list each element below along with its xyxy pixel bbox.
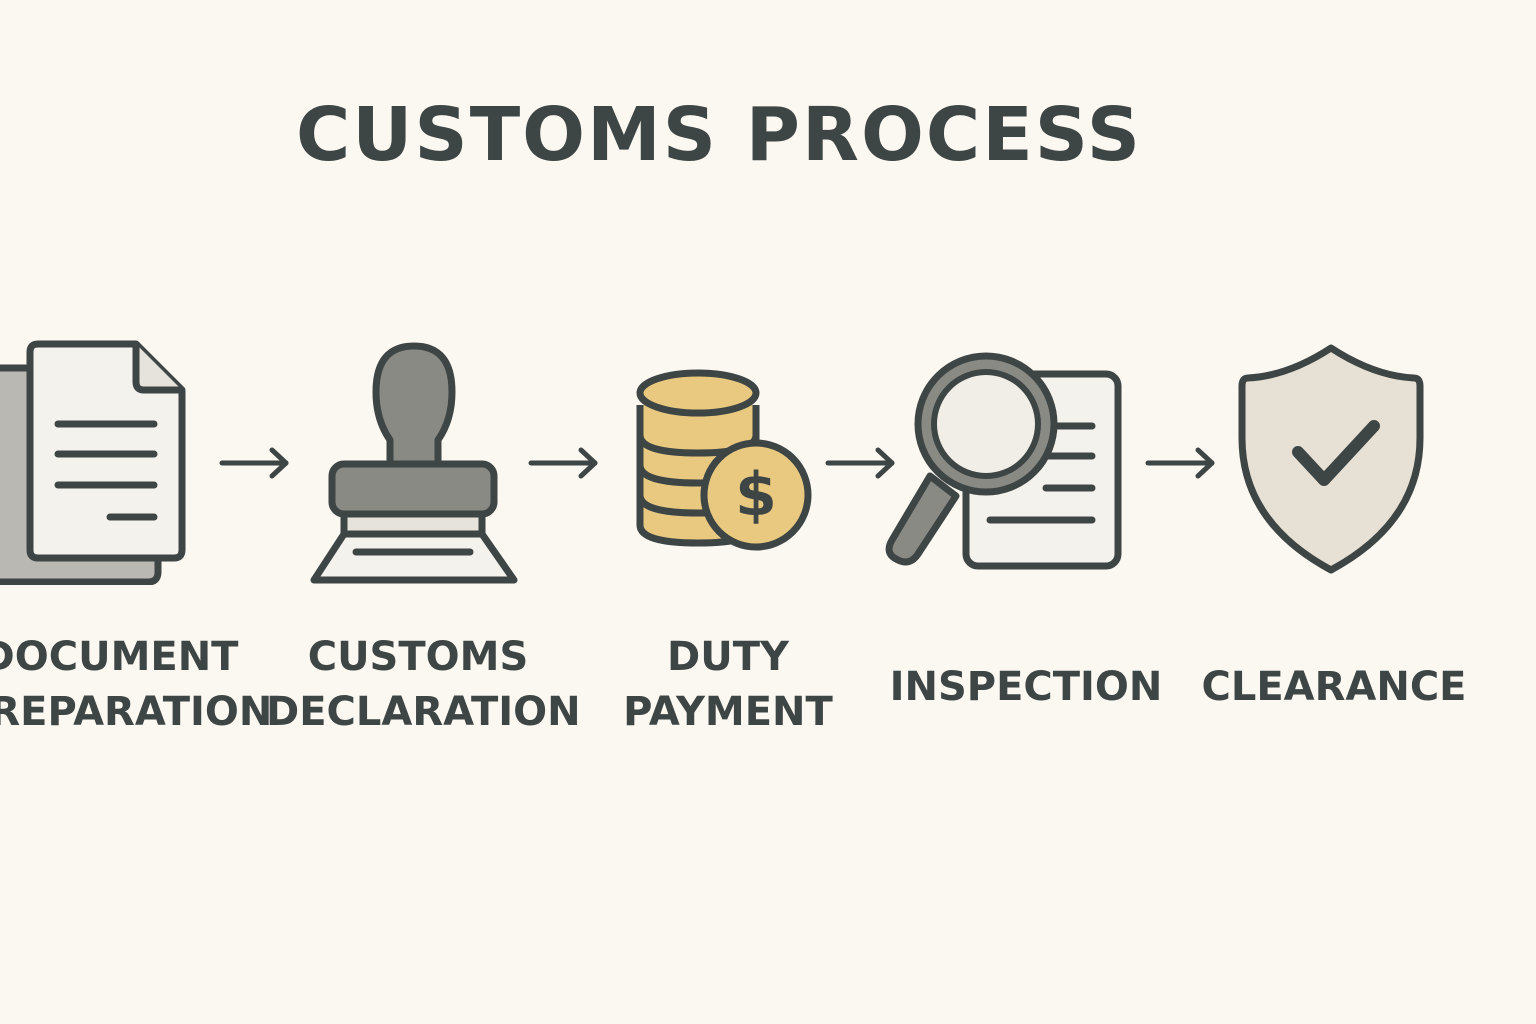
svg-text:$: $ [735, 460, 777, 530]
arrow-right-icon [825, 447, 895, 479]
step-label-line: CUSTOMS [307, 634, 529, 680]
step-label-line: CLEARANCE [1201, 664, 1467, 710]
step-label-inspection: INSPECTION [884, 660, 1168, 715]
step-label-line: DUTY [667, 634, 789, 680]
arrow-right-icon [528, 447, 598, 479]
step-label-line: DOCUMENT [0, 634, 239, 680]
step-label-duty-payment: DUTY PAYMENT [606, 630, 850, 740]
step-label-document-preparation: DOCUMENT PREPARATION [0, 630, 273, 740]
coins-dollar-icon: $ [636, 369, 812, 551]
step-label-line: PREPARATION [0, 689, 273, 735]
arrow-right-icon [219, 447, 289, 479]
step-label-clearance: CLEARANCE [1196, 660, 1472, 715]
document-icon [0, 340, 186, 585]
step-label-line: PAYMENT [623, 689, 833, 735]
step-label-line: DECLARATION [266, 689, 581, 735]
shield-check-icon [1238, 344, 1424, 574]
step-label-line: INSPECTION [889, 664, 1163, 710]
arrow-right-icon [1145, 447, 1215, 479]
magnifier-document-icon [885, 352, 1122, 570]
stamp-icon [310, 342, 518, 584]
diagram-title: CUSTOMS PROCESS [296, 92, 1143, 178]
step-label-customs-declaration: CUSTOMS DECLARATION [266, 630, 581, 740]
